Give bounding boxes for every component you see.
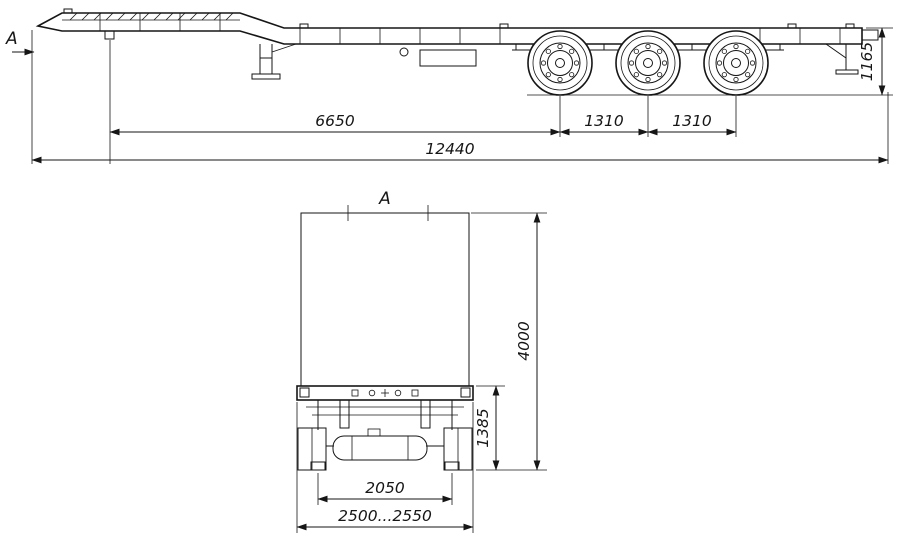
dimension-axle-spacing-1: 1310 <box>559 112 649 136</box>
dim-label-1385: 1385 <box>474 408 492 447</box>
twist-lock <box>460 387 471 398</box>
frame-rail <box>339 399 350 429</box>
dimension-overall-height: 4000 <box>515 212 541 471</box>
dimensions-side: 6650 1310 1310 12440 1165 <box>31 27 893 164</box>
air-reservoir <box>332 435 428 461</box>
dimension-spring-track: 2050 <box>317 479 453 503</box>
dim-label-6650: 6650 <box>315 112 355 130</box>
section-cut-marker: A <box>5 29 35 56</box>
rear-bolster <box>296 385 474 401</box>
trailer-rear-view <box>296 385 474 471</box>
section-title: A <box>378 189 391 209</box>
toolbox <box>419 49 477 67</box>
twist-lock <box>499 23 509 29</box>
dimension-overall-width: 2500...2550 <box>296 507 474 531</box>
section-cut-label: A <box>5 29 18 49</box>
spring-seat <box>444 461 460 471</box>
twist-lock <box>63 8 73 14</box>
dimension-kingpin-to-first-axle: 6650 <box>109 112 561 136</box>
dim-label-4000: 4000 <box>515 321 533 361</box>
dim-label-1310-b: 1310 <box>672 112 712 130</box>
spring-seat <box>310 461 326 471</box>
dimension-rear-height: 1165 <box>858 27 886 96</box>
wheel <box>527 30 593 96</box>
trailer-side-outline <box>35 8 879 75</box>
dim-label-12440: 12440 <box>425 140 474 158</box>
twist-lock <box>299 387 310 398</box>
twist-lock <box>299 23 309 29</box>
dimensions-section: 4000 1385 2050 2500...2550 <box>296 212 547 533</box>
container-outline <box>300 205 470 387</box>
twist-lock <box>845 23 855 29</box>
dimension-overall-length: 12440 <box>31 140 889 164</box>
section-view: A <box>296 189 547 533</box>
landing-gear <box>251 43 297 80</box>
frame-rail <box>420 399 431 429</box>
kingpin <box>104 30 115 40</box>
wheel <box>615 30 681 96</box>
wheel <box>703 30 769 96</box>
dimension-axle-spacing-2: 1310 <box>647 112 737 136</box>
dimension-frame-height: 1385 <box>474 385 500 471</box>
rear-corner-casting <box>861 29 879 41</box>
air-fitting <box>399 47 409 57</box>
twist-lock <box>787 23 797 29</box>
dim-label-2050: 2050 <box>365 479 405 497</box>
dim-label-1165: 1165 <box>858 42 876 81</box>
dim-label-1310-a: 1310 <box>584 112 624 130</box>
dim-label-width: 2500...2550 <box>338 507 432 525</box>
side-view: A 6650 1310 1310 <box>5 8 893 164</box>
